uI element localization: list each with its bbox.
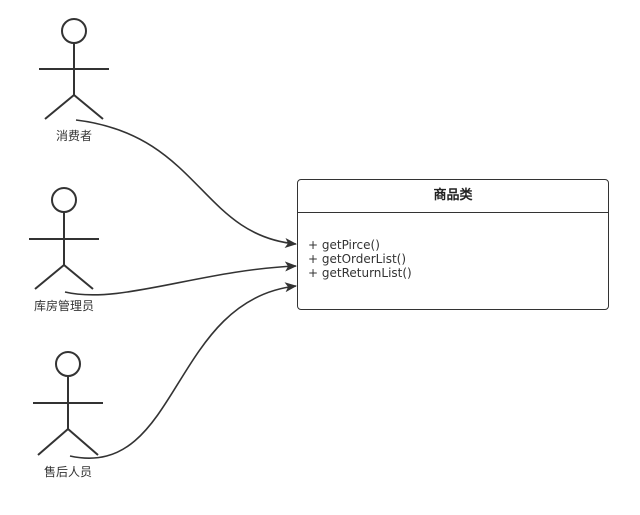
method-item: + getReturnList() — [308, 266, 412, 280]
actor-label-after-sales: 售后人员 — [43, 465, 92, 479]
method-list: + getPirce() + getOrderList() + getRetur… — [308, 238, 412, 280]
actor-warehouse-manager[interactable] — [29, 187, 99, 290]
method-item: + getPirce() — [308, 238, 380, 252]
actor-label-warehouse-manager: 库房管理员 — [33, 299, 94, 313]
method-item: + getOrderList() — [308, 252, 407, 266]
edge-warehouse-to-class — [64, 261, 297, 296]
edge-consumer-to-class — [75, 119, 297, 248]
actor-consumer[interactable] — [39, 18, 109, 120]
actor-after-sales[interactable] — [33, 351, 103, 456]
class-box[interactable]: 商品类 + getPirce() + getOrderList() + getR… — [297, 179, 609, 310]
actor-label-consumer: 消费者 — [55, 129, 92, 143]
class-name: 商品类 — [298, 180, 608, 213]
edge-aftersales-to-class — [69, 282, 297, 459]
